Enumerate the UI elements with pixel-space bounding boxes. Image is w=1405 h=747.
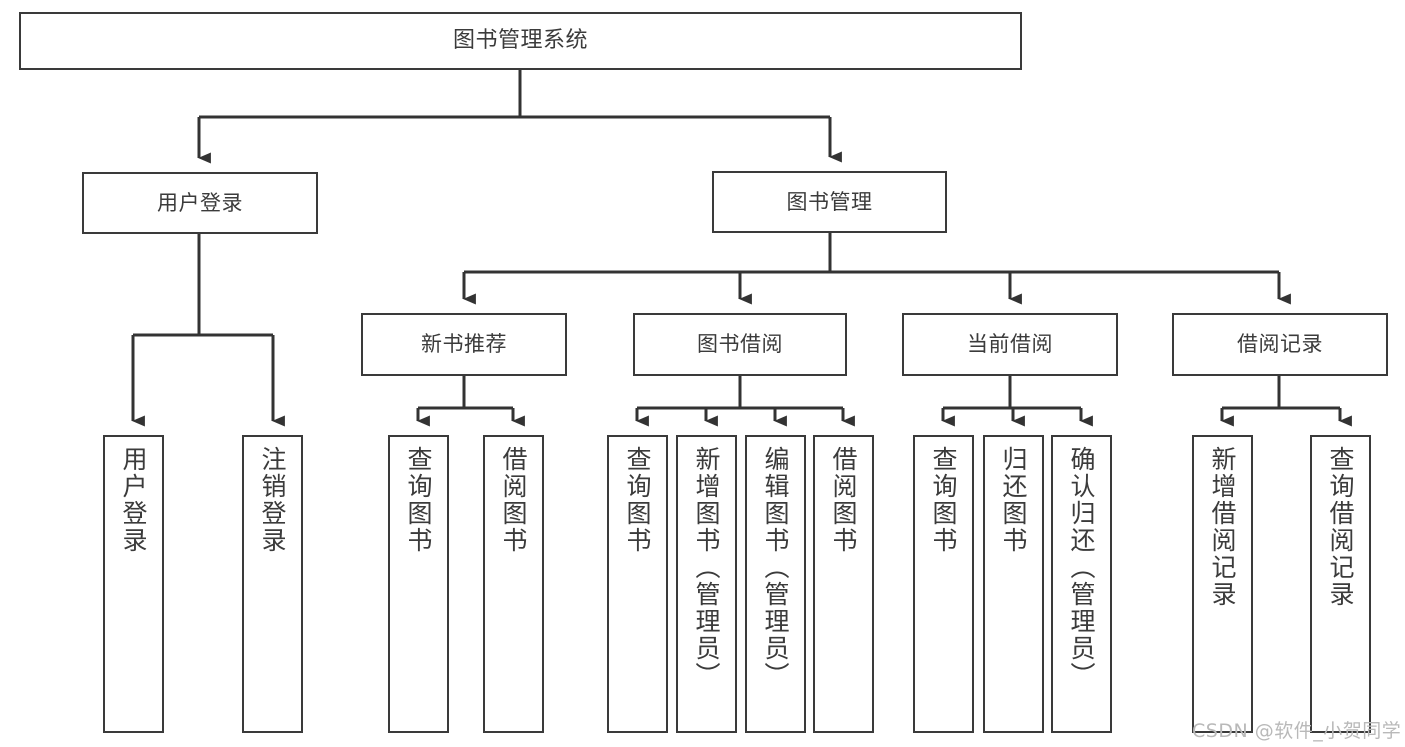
node-user-login[interactable]: 用户登录 [82, 172, 318, 234]
leaf-node[interactable]: 编辑图书（管理员） [745, 435, 806, 733]
leaf-node[interactable]: 借阅图书 [813, 435, 874, 733]
leaf-node[interactable]: 新增借阅记录 [1192, 435, 1253, 733]
node-user-login-label: 用户登录 [157, 190, 243, 215]
leaf-node-label: 借阅图书 [499, 446, 528, 554]
leaf-node-label: 注销登录 [258, 446, 287, 554]
node-book-borrow-label: 图书借阅 [697, 332, 783, 357]
leaf-node-label: 新增图书（管理员） [692, 446, 721, 689]
leaf-node[interactable]: 用户登录 [103, 435, 164, 733]
node-new-book-recommend-label: 新书推荐 [421, 332, 507, 357]
leaf-node[interactable]: 确认归还（管理员） [1051, 435, 1112, 733]
leaf-node[interactable]: 借阅图书 [483, 435, 544, 733]
node-new-book-recommend[interactable]: 新书推荐 [361, 313, 567, 376]
leaf-node[interactable]: 查询图书 [607, 435, 668, 733]
node-current-borrow[interactable]: 当前借阅 [902, 313, 1118, 376]
leaf-node-label: 查询图书 [404, 446, 433, 554]
node-book-management-label: 图书管理 [786, 189, 873, 214]
node-root-label: 图书管理系统 [452, 28, 588, 54]
leaf-node-label: 借阅图书 [829, 446, 858, 554]
leaf-node-label: 用户登录 [119, 446, 148, 554]
node-book-management[interactable]: 图书管理 [712, 171, 947, 233]
leaf-node-label: 归还图书 [999, 446, 1028, 554]
csdn-watermark: CSDN @软件_小贺同学 [1192, 720, 1402, 742]
node-borrow-record-label: 借阅记录 [1237, 332, 1323, 357]
leaf-node-label: 查询图书 [623, 446, 652, 554]
node-root[interactable]: 图书管理系统 [19, 12, 1022, 70]
leaf-node[interactable]: 查询借阅记录 [1310, 435, 1371, 733]
node-borrow-record[interactable]: 借阅记录 [1172, 313, 1388, 376]
node-current-borrow-label: 当前借阅 [967, 332, 1053, 357]
leaf-node[interactable]: 归还图书 [983, 435, 1044, 733]
leaf-node[interactable]: 查询图书 [388, 435, 449, 733]
leaf-node-label: 新增借阅记录 [1208, 446, 1237, 608]
leaf-node-label: 查询图书 [929, 446, 958, 554]
leaf-node[interactable]: 查询图书 [913, 435, 974, 733]
node-book-borrow[interactable]: 图书借阅 [633, 313, 847, 376]
leaf-node-label: 编辑图书（管理员） [761, 446, 790, 689]
leaf-node[interactable]: 新增图书（管理员） [676, 435, 737, 733]
leaf-node-label: 查询借阅记录 [1326, 446, 1355, 608]
leaf-node-label: 确认归还（管理员） [1067, 446, 1096, 689]
leaf-node[interactable]: 注销登录 [242, 435, 303, 733]
